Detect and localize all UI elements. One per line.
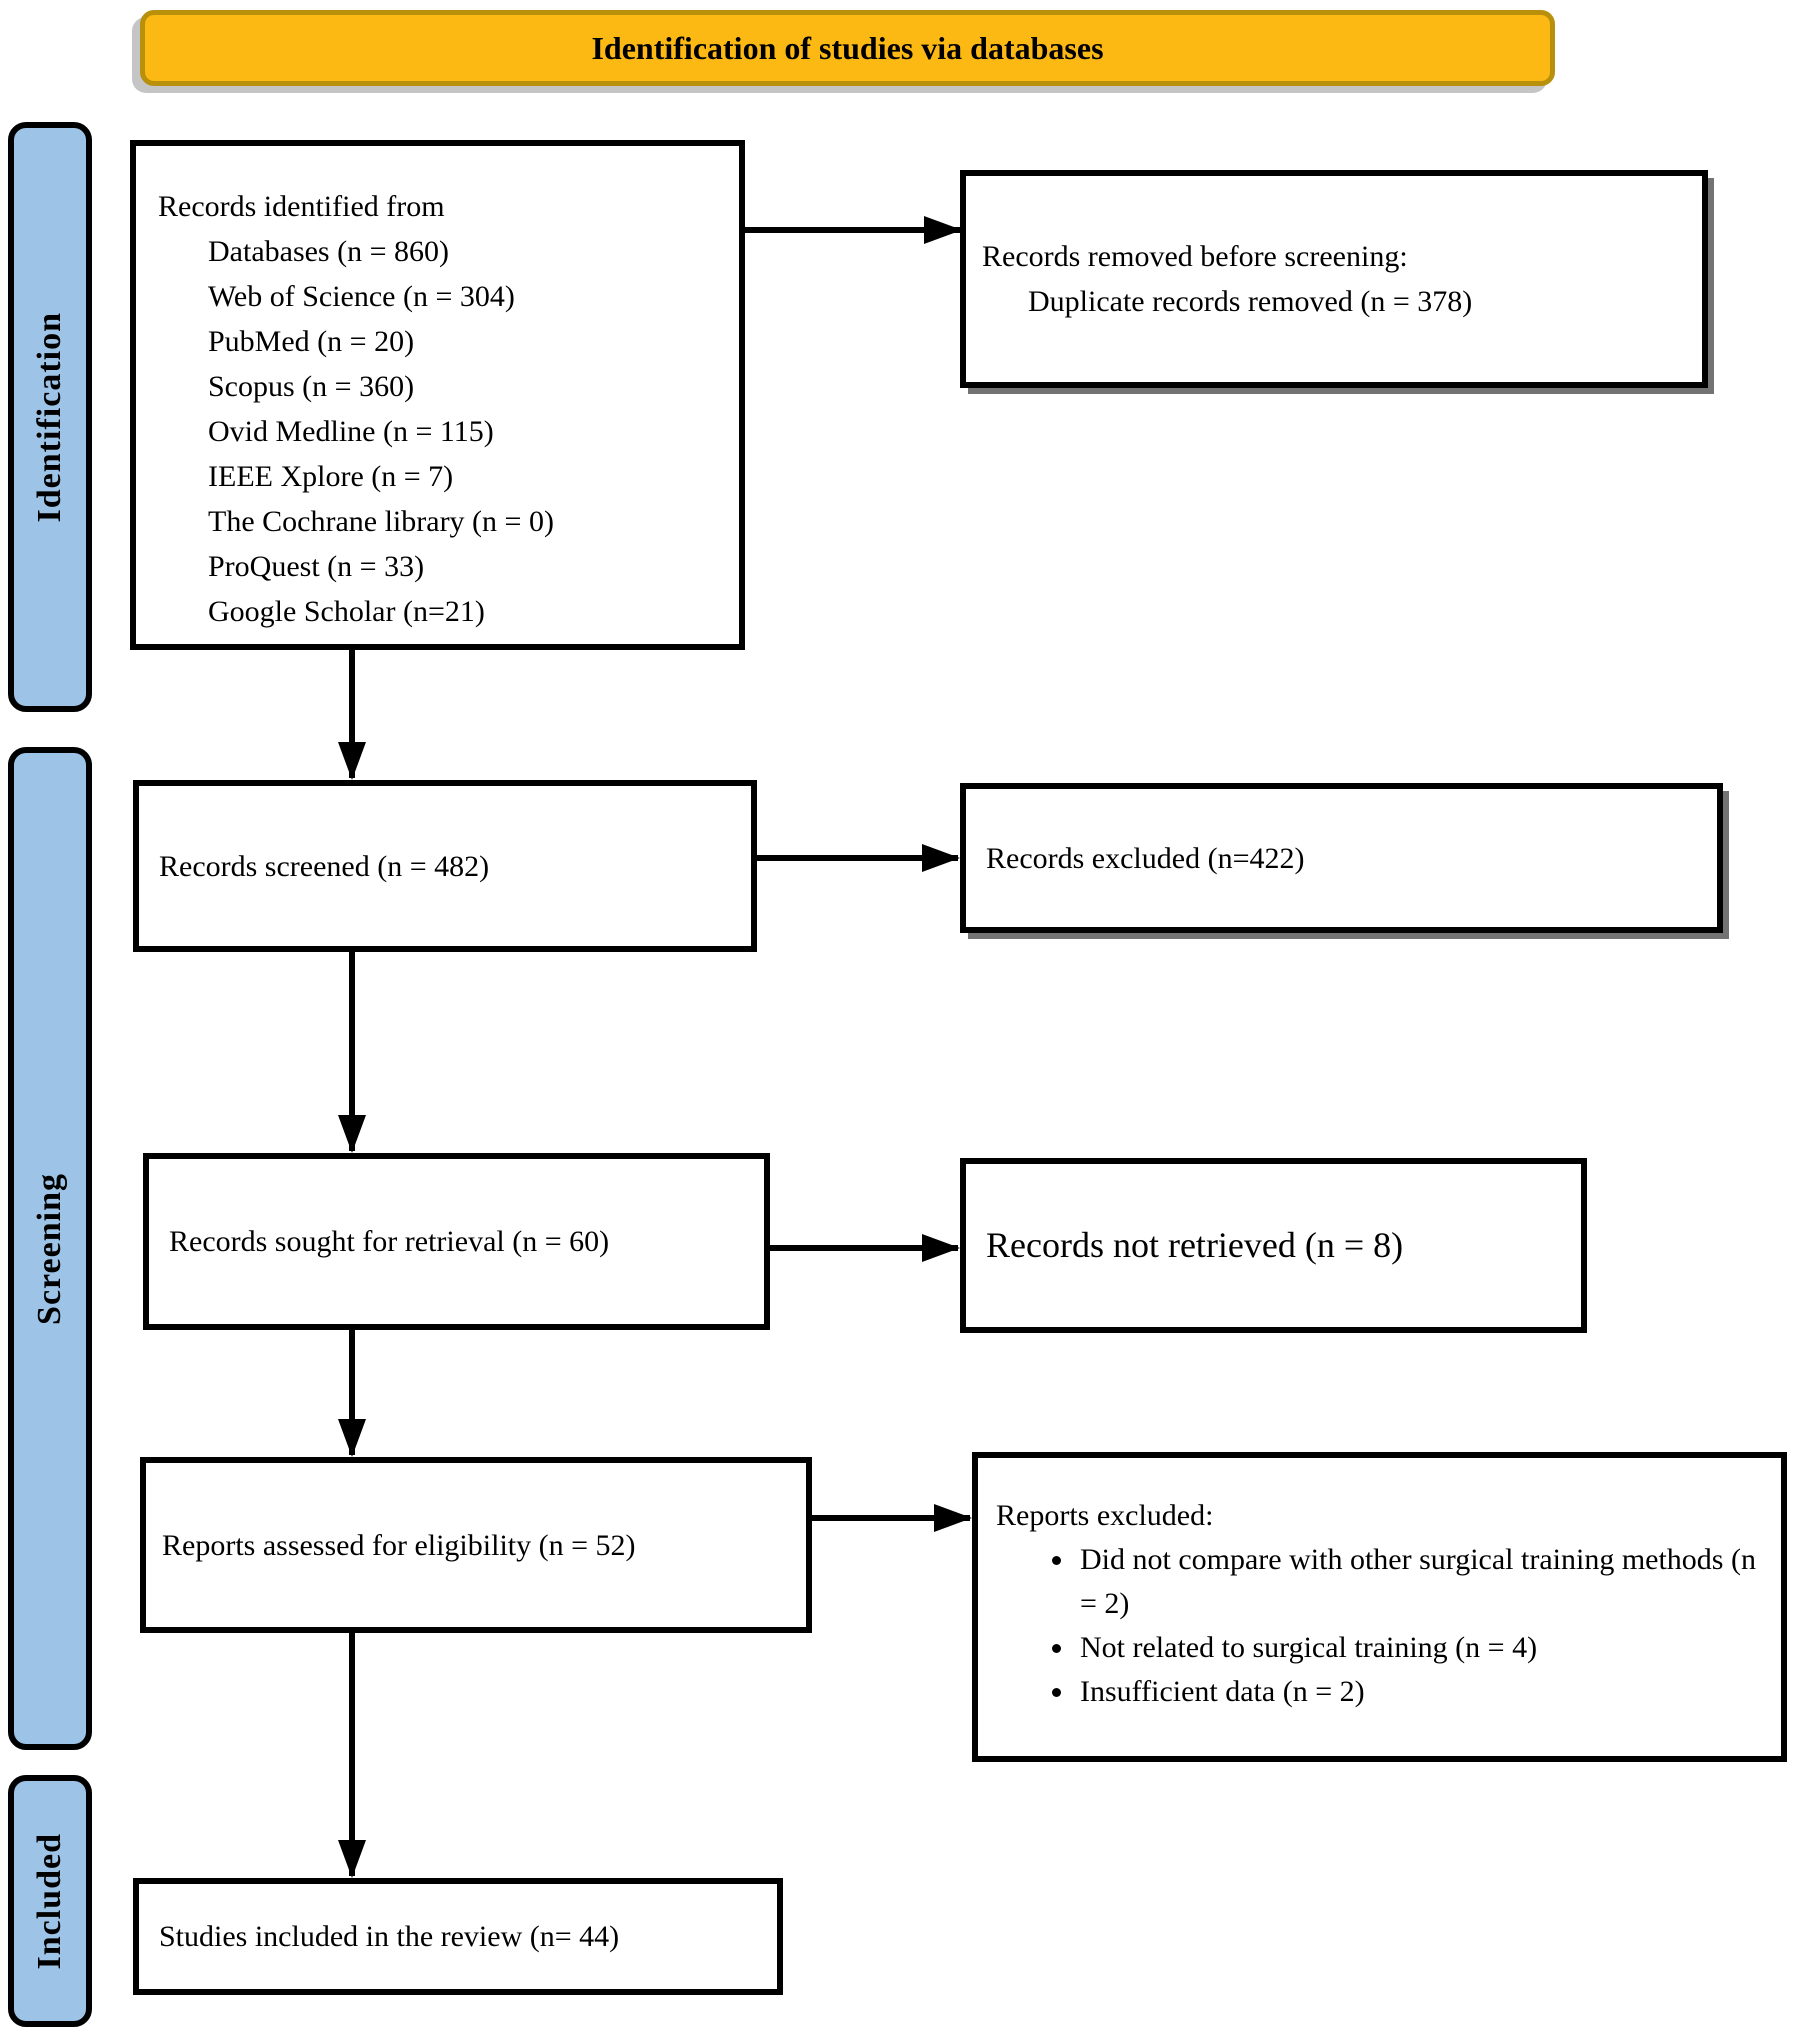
studies-included-text: Studies included in the review (n= 44) [159, 1920, 620, 1953]
records-identified-heading: Records identified from [158, 190, 445, 223]
source-line: Google Scholar (n=21) [208, 595, 485, 628]
box-studies-included: Studies included in the review (n= 44) [133, 1878, 783, 1995]
records-removed-detail: Duplicate records removed (n = 378) [1028, 285, 1473, 318]
source-line: The Cochrane library (n = 0) [208, 505, 554, 538]
box-records-removed: Records removed before screening: Duplic… [960, 170, 1708, 388]
stage-screening: Screening [8, 747, 92, 1750]
box-records-sought: Records sought for retrieval (n = 60) [143, 1153, 770, 1330]
records-screened-text: Records screened (n = 482) [159, 849, 490, 883]
title-banner: Identification of studies via databases [140, 10, 1555, 86]
stage-included-label: Included [31, 1832, 68, 1970]
reports-excluded-reason: Did not compare with other surgical trai… [1076, 1538, 1767, 1626]
box-records-excluded: Records excluded (n=422) [960, 783, 1723, 933]
reports-assessed-text: Reports assessed for eligibility (n = 52… [162, 1528, 636, 1562]
box-records-identified: Records identified from Databases (n = 8… [130, 140, 745, 650]
source-line: ProQuest (n = 33) [208, 550, 425, 583]
source-line: PubMed (n = 20) [208, 325, 415, 358]
diagram-title: Identification of studies via databases [591, 29, 1104, 66]
records-not-retrieved-text: Records not retrieved (n = 8) [986, 1225, 1404, 1265]
source-line: IEEE Xplore (n = 7) [208, 460, 454, 493]
source-line: Databases (n = 860) [208, 235, 450, 268]
box-records-not-retrieved: Records not retrieved (n = 8) [960, 1158, 1587, 1333]
source-line: Web of Science (n = 304) [208, 280, 515, 313]
records-removed-heading: Records removed before screening: [982, 240, 1408, 273]
box-reports-excluded: Reports excluded: Did not compare with o… [972, 1452, 1787, 1762]
stage-screening-label: Screening [31, 1172, 68, 1325]
box-records-screened: Records screened (n = 482) [133, 780, 757, 952]
records-excluded-text: Records excluded (n=422) [986, 841, 1305, 875]
reports-excluded-heading: Reports excluded: [996, 1499, 1214, 1532]
source-line: Ovid Medline (n = 115) [208, 415, 494, 448]
source-line: Scopus (n = 360) [208, 370, 415, 403]
box-reports-assessed: Reports assessed for eligibility (n = 52… [140, 1457, 812, 1633]
reports-excluded-list: Did not compare with other surgical trai… [996, 1538, 1767, 1714]
records-sought-text: Records sought for retrieval (n = 60) [169, 1225, 610, 1258]
stage-included: Included [8, 1775, 92, 2027]
reports-excluded-reason: Insufficient data (n = 2) [1076, 1670, 1767, 1714]
reports-excluded-reason: Not related to surgical training (n = 4) [1076, 1626, 1767, 1670]
stage-identification: Identification [8, 122, 92, 712]
stage-identification-label: Identification [31, 311, 68, 523]
